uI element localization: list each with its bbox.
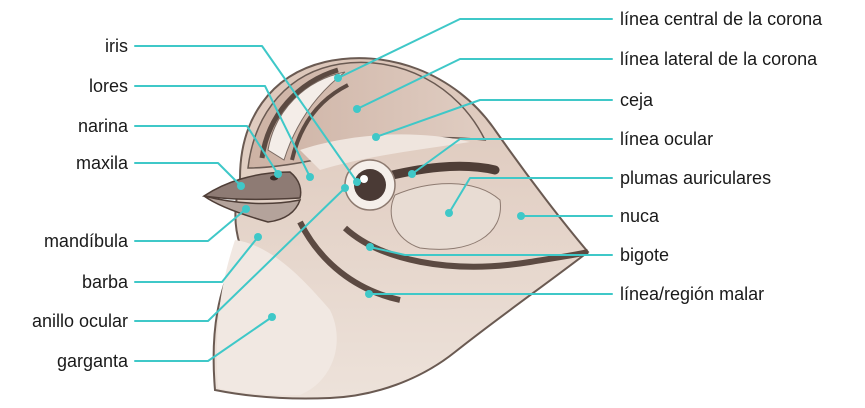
label-supercilium: ceja bbox=[620, 90, 654, 110]
label-ear-coverts: plumas auriculares bbox=[620, 168, 771, 188]
dot-lores bbox=[306, 173, 314, 181]
dot-nostril bbox=[274, 170, 282, 178]
label-nape: nuca bbox=[620, 206, 660, 226]
label-nostril: narina bbox=[78, 116, 129, 136]
labels-left: iris lores narina maxila mandíbula barba… bbox=[32, 36, 129, 371]
label-malar: línea/región malar bbox=[620, 284, 764, 304]
label-eye-line: línea ocular bbox=[620, 129, 713, 149]
dot-eye-ring bbox=[341, 184, 349, 192]
dot-maxilla bbox=[237, 182, 245, 190]
dot-moustache bbox=[366, 243, 374, 251]
dot-eye-line bbox=[408, 170, 416, 178]
dot-nape bbox=[517, 212, 525, 220]
dot-malar bbox=[365, 290, 373, 298]
dot-iris bbox=[353, 178, 361, 186]
label-lateral-crown-line: línea lateral de la corona bbox=[620, 49, 818, 69]
dot-central-crown bbox=[334, 74, 342, 82]
dot-throat bbox=[268, 313, 276, 321]
label-eye-ring: anillo ocular bbox=[32, 311, 128, 331]
beak-maxilla bbox=[204, 172, 301, 199]
labels-right: línea central de la corona línea lateral… bbox=[620, 9, 823, 304]
label-throat: garganta bbox=[57, 351, 129, 371]
dot-chin bbox=[254, 233, 262, 241]
leader-mandible bbox=[135, 209, 246, 241]
label-moustache: bigote bbox=[620, 245, 669, 265]
label-lores: lores bbox=[89, 76, 128, 96]
label-chin: barba bbox=[82, 272, 129, 292]
dot-mandible bbox=[242, 205, 250, 213]
dot-supercilium bbox=[372, 133, 380, 141]
dot-ear-coverts bbox=[445, 209, 453, 217]
dot-lateral-crown bbox=[353, 105, 361, 113]
leader-maxilla bbox=[135, 163, 241, 186]
bird-head-illustration bbox=[204, 58, 588, 398]
label-iris: iris bbox=[105, 36, 128, 56]
label-maxilla: maxila bbox=[76, 153, 129, 173]
label-mandible: mandíbula bbox=[44, 231, 129, 251]
eye-highlight bbox=[360, 175, 368, 183]
label-central-crown-line: línea central de la corona bbox=[620, 9, 823, 29]
